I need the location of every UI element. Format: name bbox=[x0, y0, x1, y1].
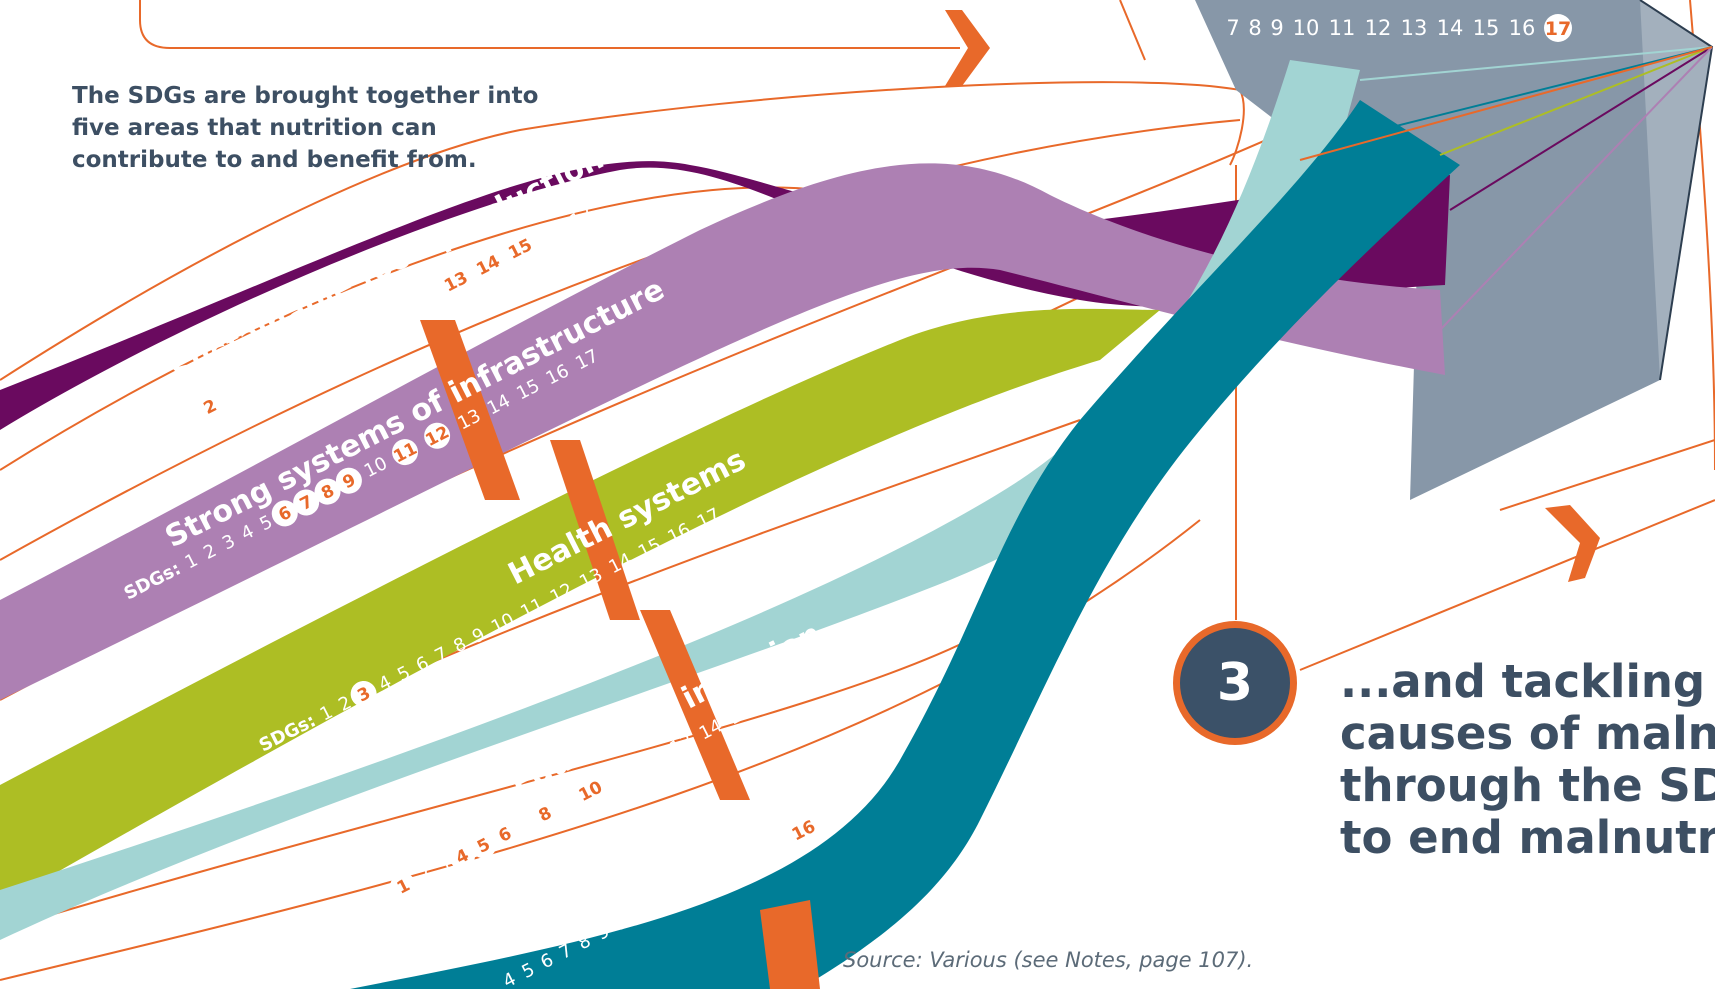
top-sdg-number: 17 bbox=[1545, 18, 1571, 40]
sdg-number: 14 bbox=[473, 251, 503, 280]
sdg-number: 17 bbox=[567, 203, 597, 232]
sdg-number: 11 bbox=[608, 760, 638, 789]
step-heading-line: causes of malnut bbox=[1340, 707, 1715, 760]
sdg-number: 11 bbox=[382, 297, 412, 326]
sdg-number: 2 bbox=[415, 864, 435, 888]
top-sdg-number: 8 bbox=[1248, 16, 1261, 40]
highlight-circle bbox=[531, 800, 558, 827]
highlight-circle bbox=[350, 680, 377, 707]
highlight-circle bbox=[271, 500, 298, 527]
rays bbox=[1299, 46, 1713, 331]
highlight-circle bbox=[442, 268, 469, 295]
band-peace-stability bbox=[350, 100, 1460, 989]
chevron-right-icon-top bbox=[945, 10, 990, 86]
top-sdg-number: 10 bbox=[1293, 16, 1320, 40]
highlight-circle bbox=[449, 843, 476, 870]
sdg-number: 10 bbox=[353, 312, 383, 341]
sdg-number: 5 bbox=[259, 365, 279, 389]
highlight-circle bbox=[293, 489, 320, 516]
sdg-number: 8 bbox=[315, 336, 335, 360]
top-sdg-number: 11 bbox=[1329, 16, 1356, 40]
step-number-badge: 3 bbox=[1173, 621, 1297, 745]
highlight-circle bbox=[790, 817, 817, 844]
top-sdg-number: 16 bbox=[1509, 16, 1536, 40]
highlight-circle bbox=[506, 235, 533, 262]
step-heading-line: to end malnutriat bbox=[1340, 811, 1715, 864]
sdg-number: 13 bbox=[441, 268, 471, 297]
highlight-circle bbox=[196, 393, 223, 420]
highlight-circle bbox=[577, 777, 604, 804]
sdg-number: 10 bbox=[576, 777, 606, 806]
highlight-circle bbox=[491, 821, 518, 848]
intro-text: The SDGs are brought together into five … bbox=[72, 83, 539, 173]
sdg-number: 4 bbox=[240, 375, 260, 399]
sdg-number: 6 bbox=[278, 356, 298, 380]
highlight-circle bbox=[470, 832, 497, 859]
source-note: Source: Various (see Notes, page 107). bbox=[843, 948, 1254, 972]
highlight-circle bbox=[314, 478, 341, 505]
band-health-systems bbox=[0, 308, 1160, 905]
top-sdg-number: 14 bbox=[1437, 16, 1464, 40]
sdg-number: 12 bbox=[412, 282, 442, 311]
highlight-circle bbox=[424, 422, 451, 449]
highlight-circle bbox=[474, 251, 501, 278]
step-heading-line: through the SDG bbox=[1340, 759, 1715, 812]
sdg-prefix: SDGs: bbox=[121, 413, 185, 459]
sdg-prefix: SDGs: bbox=[333, 883, 397, 929]
orange-cross-bars bbox=[420, 320, 820, 989]
sdg-number: 15 bbox=[505, 235, 535, 264]
highlight-circle bbox=[335, 467, 362, 494]
top-sdg-number: 12 bbox=[1365, 16, 1392, 40]
sdg-number: 13 bbox=[666, 730, 696, 759]
chevron-arrows bbox=[945, 10, 1600, 582]
sdg-number: 9 bbox=[557, 791, 577, 815]
step-heading: ...and tackling ur causes of malnut thro… bbox=[1340, 656, 1715, 864]
band-strong-infrastructure bbox=[0, 163, 1445, 700]
highlight-circle bbox=[1544, 14, 1572, 42]
step-heading-line: ...and tackling ur bbox=[1340, 656, 1715, 708]
sdg-number: 3 bbox=[222, 384, 242, 408]
sdg-number: 9 bbox=[334, 327, 354, 351]
chevron-right-icon-right bbox=[1545, 505, 1600, 582]
sdg-number: 7 bbox=[297, 346, 317, 370]
top-sdg-number: 9 bbox=[1270, 16, 1283, 40]
top-sdg-number: 15 bbox=[1473, 16, 1500, 40]
top-sdg-number: 7 bbox=[1226, 16, 1239, 40]
highlight-circle bbox=[392, 439, 419, 466]
top-sdg-number: 13 bbox=[1401, 16, 1428, 40]
highlight-circle bbox=[390, 873, 417, 900]
sdg-number: 17 bbox=[784, 670, 814, 699]
